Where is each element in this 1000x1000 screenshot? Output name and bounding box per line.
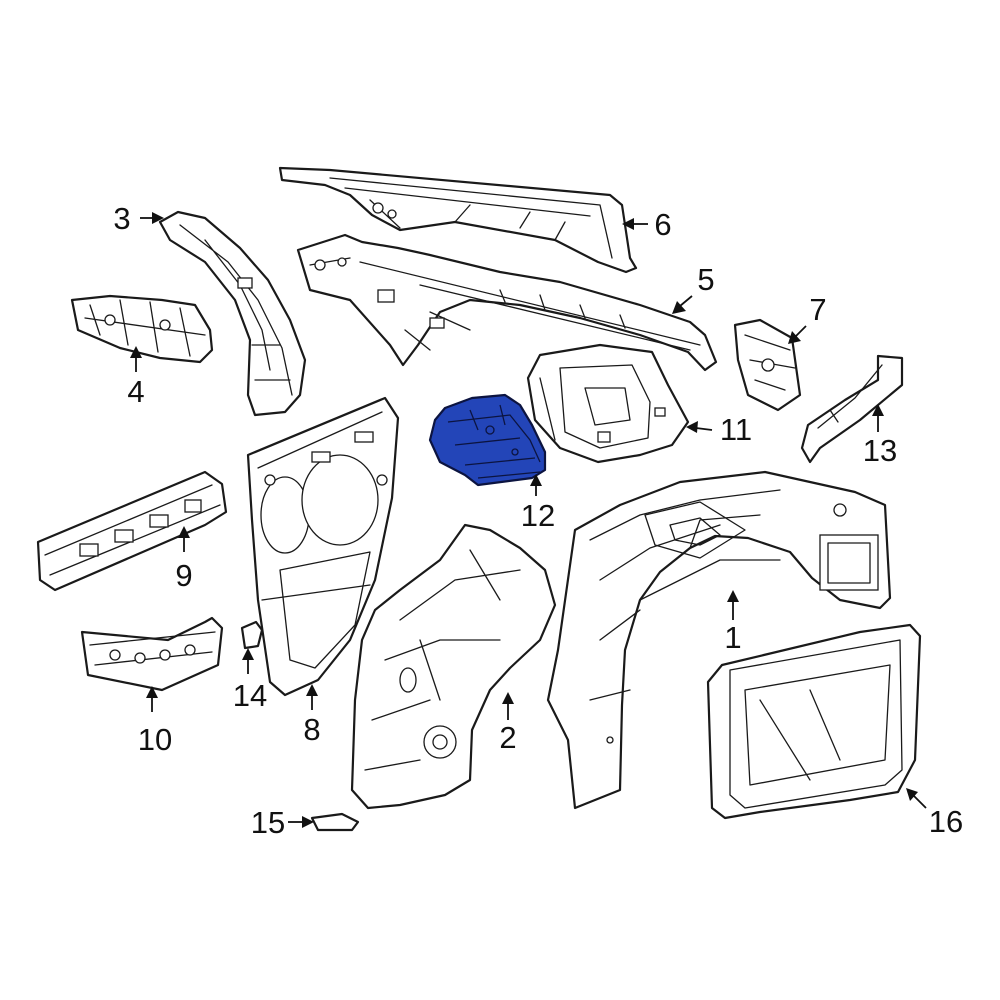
callout-16: 16	[929, 804, 963, 839]
callout-6: 6	[654, 207, 671, 242]
part-14	[240, 620, 264, 650]
highlighted-part-12	[428, 393, 547, 487]
arrowhead-6	[622, 218, 634, 230]
callout-2: 2	[499, 720, 516, 755]
part-3	[158, 210, 307, 417]
callout-4: 4	[127, 374, 144, 409]
part-11	[526, 343, 690, 464]
callout-10: 10	[138, 722, 172, 757]
part-4	[70, 294, 214, 364]
arrowhead-14	[242, 648, 254, 660]
callout-12: 12	[521, 498, 555, 533]
arrowhead-1	[727, 590, 739, 602]
part-9	[36, 470, 228, 592]
arrowhead-8	[306, 684, 318, 696]
part-16	[706, 623, 922, 820]
leader-16	[913, 795, 927, 809]
arrowhead-5	[672, 301, 686, 314]
callout-14: 14	[233, 678, 267, 713]
arrowhead-4	[130, 346, 142, 358]
callout-3: 3	[113, 201, 130, 236]
part-8	[246, 396, 400, 697]
part-1	[546, 470, 892, 810]
arrowhead-13	[872, 404, 884, 416]
arrowhead-3	[152, 212, 164, 224]
part-7	[733, 318, 802, 412]
arrowhead-10	[146, 686, 158, 698]
leader-11	[695, 427, 713, 431]
part-12	[428, 393, 547, 487]
callout-7: 7	[809, 292, 826, 327]
callout-9: 9	[175, 558, 192, 593]
part-15	[310, 812, 360, 832]
arrowhead-7	[788, 331, 801, 344]
arrowhead-12	[530, 474, 542, 486]
arrowhead-16	[906, 788, 918, 801]
arrowhead-2	[502, 692, 514, 704]
callout-5: 5	[697, 262, 714, 297]
part-5	[296, 233, 718, 372]
leader-7	[795, 325, 807, 337]
part-2	[350, 523, 557, 810]
part-6	[278, 166, 638, 274]
callout-1: 1	[724, 620, 741, 655]
callout-13: 13	[863, 433, 897, 468]
callout-labels: 1 2 3 4 5 6 7 8 9 10 11 12 13 14 15 16	[113, 201, 963, 840]
leader-5	[679, 295, 693, 307]
callout-8: 8	[303, 712, 320, 747]
part-10	[80, 616, 224, 692]
arrowhead-15	[302, 816, 314, 828]
callout-15: 15	[251, 805, 285, 840]
part-13	[800, 354, 904, 464]
arrowhead-11	[686, 421, 698, 433]
callout-leaders	[130, 212, 927, 828]
arrowhead-9	[178, 526, 190, 538]
callout-11: 11	[720, 412, 752, 447]
